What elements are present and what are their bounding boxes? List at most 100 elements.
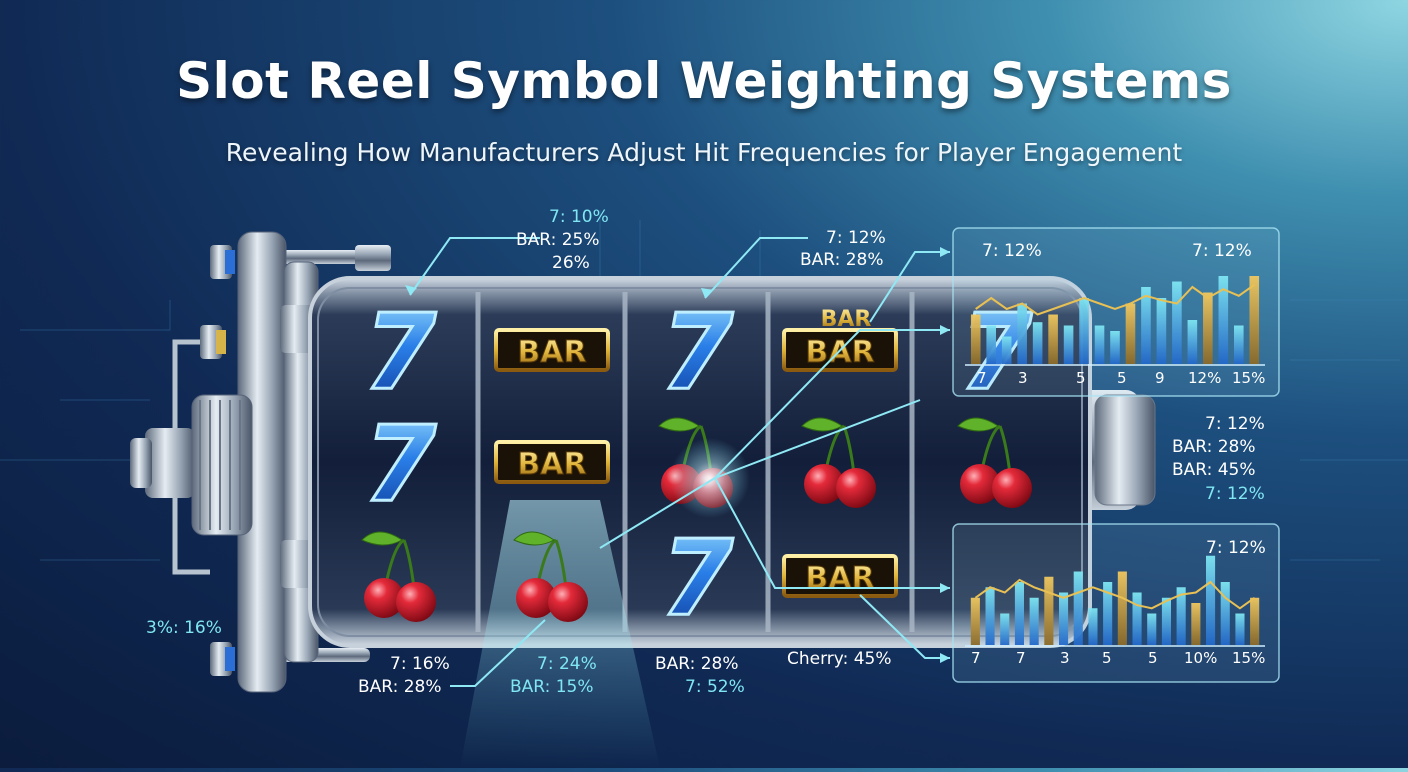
chart-bar xyxy=(986,325,997,364)
callout-right-3: BAR: 45% xyxy=(1172,460,1256,480)
cherry-symbol-icon xyxy=(361,531,436,622)
cherry-glow xyxy=(670,438,750,518)
highlight-beam xyxy=(460,500,660,768)
chart-tick-label: 10% xyxy=(1184,649,1218,667)
chart-bar xyxy=(1172,281,1182,364)
chart-bar xyxy=(1014,582,1025,645)
chart-bar xyxy=(1001,336,1012,364)
chart-tick-label: 7 xyxy=(977,369,987,387)
chart-bar xyxy=(1125,303,1136,364)
chart-bar xyxy=(1032,322,1043,364)
chart-bar xyxy=(970,597,980,645)
svg-text:7: 7 xyxy=(364,403,437,525)
svg-text:BAR: BAR xyxy=(517,447,586,482)
callout-reel3-seven: 7: 12% xyxy=(826,228,886,248)
chart-bar xyxy=(985,587,995,645)
svg-text:7: 7 xyxy=(661,517,734,639)
chart-bar xyxy=(1073,571,1083,645)
chart-tick-label: 9 xyxy=(1155,369,1165,387)
callout-reel2-seven: 7: 24% xyxy=(537,654,597,674)
chart-bar xyxy=(1063,325,1074,364)
callout-reel3-bar: BAR: 28% xyxy=(800,250,884,270)
cherry-symbol-icon xyxy=(513,531,588,622)
chart-bar xyxy=(1249,276,1260,364)
chart-bar xyxy=(1176,587,1186,645)
chart-bar xyxy=(1191,603,1201,645)
chart-bar xyxy=(1029,597,1039,645)
chart-tick-label: 5 xyxy=(1117,369,1127,387)
chart-bar xyxy=(1250,597,1260,645)
cherry-symbol-icon xyxy=(957,417,1032,508)
callout-reel2-bar: BAR: 15% xyxy=(510,677,594,697)
chart-tick-label: 15% xyxy=(1232,369,1266,387)
chart-bar xyxy=(1079,298,1089,364)
chart-tick-label: 5 xyxy=(1148,649,1158,667)
chart-bar xyxy=(970,314,981,364)
callout-reel1-bar: BAR: 25% xyxy=(516,230,600,250)
seven-symbol-icon: 7 xyxy=(362,290,438,415)
callout-cherry: Cherry: 45% xyxy=(787,649,892,669)
seven-symbol-icon: 7 xyxy=(362,402,438,527)
cherry-symbol-icon xyxy=(801,417,876,508)
chart-bottom-annotation: 7: 12% xyxy=(1206,538,1266,558)
seven-symbol-icon: 7 xyxy=(659,516,735,641)
chart-bar xyxy=(1088,608,1098,645)
chart-trend-line xyxy=(975,283,1255,316)
chart-bar xyxy=(1132,592,1142,645)
bar-symbol-partial-icon: BAR xyxy=(821,307,872,332)
chart-bar xyxy=(1156,298,1167,364)
chart-bar xyxy=(1017,303,1027,364)
callout-right-4: 7: 12% xyxy=(1205,484,1265,504)
chart-top-annotation-right: 7: 12% xyxy=(1192,241,1252,261)
chart-bar xyxy=(1048,314,1058,364)
chart-bar xyxy=(1094,325,1105,364)
svg-text:BAR: BAR xyxy=(805,561,874,596)
callout-reel3-bottom-seven: 7: 52% xyxy=(685,677,745,697)
chart-bar xyxy=(1218,276,1229,364)
frequency-chart-bottom xyxy=(970,555,1260,645)
chart-bar xyxy=(1233,325,1244,364)
page-title: Slot Reel Symbol Weighting Systems xyxy=(176,52,1232,110)
chart-bar xyxy=(1205,555,1216,645)
svg-text:BAR: BAR xyxy=(805,335,874,370)
reel-mechanism xyxy=(130,231,391,693)
bar-symbol-icon: BAR xyxy=(494,328,610,372)
chart-tick-label: 5 xyxy=(1076,369,1086,387)
bar-symbol-icon: BAR xyxy=(494,440,610,484)
chart-bar xyxy=(1110,331,1120,364)
callout-reel1-bottom-seven: 7: 16% xyxy=(390,654,450,674)
callout-connectors xyxy=(405,237,950,687)
chart-bar xyxy=(1058,592,1069,645)
chart-tick-label: 7 xyxy=(971,649,981,667)
callout-left: 3%: 16% xyxy=(146,618,222,638)
svg-text:BAR: BAR xyxy=(821,307,872,332)
callout-reel1-other: 26% xyxy=(552,253,590,273)
chart-tick-label: 5 xyxy=(1102,649,1112,667)
callout-right-2: BAR: 28% xyxy=(1172,437,1256,457)
frequency-chart-top xyxy=(970,276,1260,364)
seven-symbol-icon: 7 xyxy=(659,290,735,415)
chart-bar xyxy=(1117,571,1127,645)
chart-bar xyxy=(1187,320,1198,364)
svg-text:BAR: BAR xyxy=(517,335,586,370)
callout-reel3-bottom-bar: BAR: 28% xyxy=(655,654,739,674)
page-subtitle: Revealing How Manufacturers Adjust Hit F… xyxy=(225,138,1183,167)
chart-tick-label: 3 xyxy=(1018,369,1028,387)
callout-reel1-bottom-bar: BAR: 28% xyxy=(358,677,442,697)
chart-tick-label: 3 xyxy=(1060,649,1070,667)
svg-text:7: 7 xyxy=(364,291,437,413)
chart-bar xyxy=(1220,582,1230,645)
chart-bar xyxy=(1044,576,1054,645)
chart-bar xyxy=(1203,292,1213,364)
chart-bar xyxy=(1103,582,1113,645)
chart-top-annotation-left: 7: 12% xyxy=(982,241,1042,261)
svg-text:7: 7 xyxy=(661,291,734,413)
chart-bar xyxy=(1141,287,1151,364)
chart-bar xyxy=(1161,597,1172,645)
chart-tick-label: 12% xyxy=(1188,369,1222,387)
chart-trend-line xyxy=(974,578,1256,610)
callout-reel1-seven: 7: 10% xyxy=(549,207,609,227)
callout-right-1: 7: 12% xyxy=(1205,414,1265,434)
